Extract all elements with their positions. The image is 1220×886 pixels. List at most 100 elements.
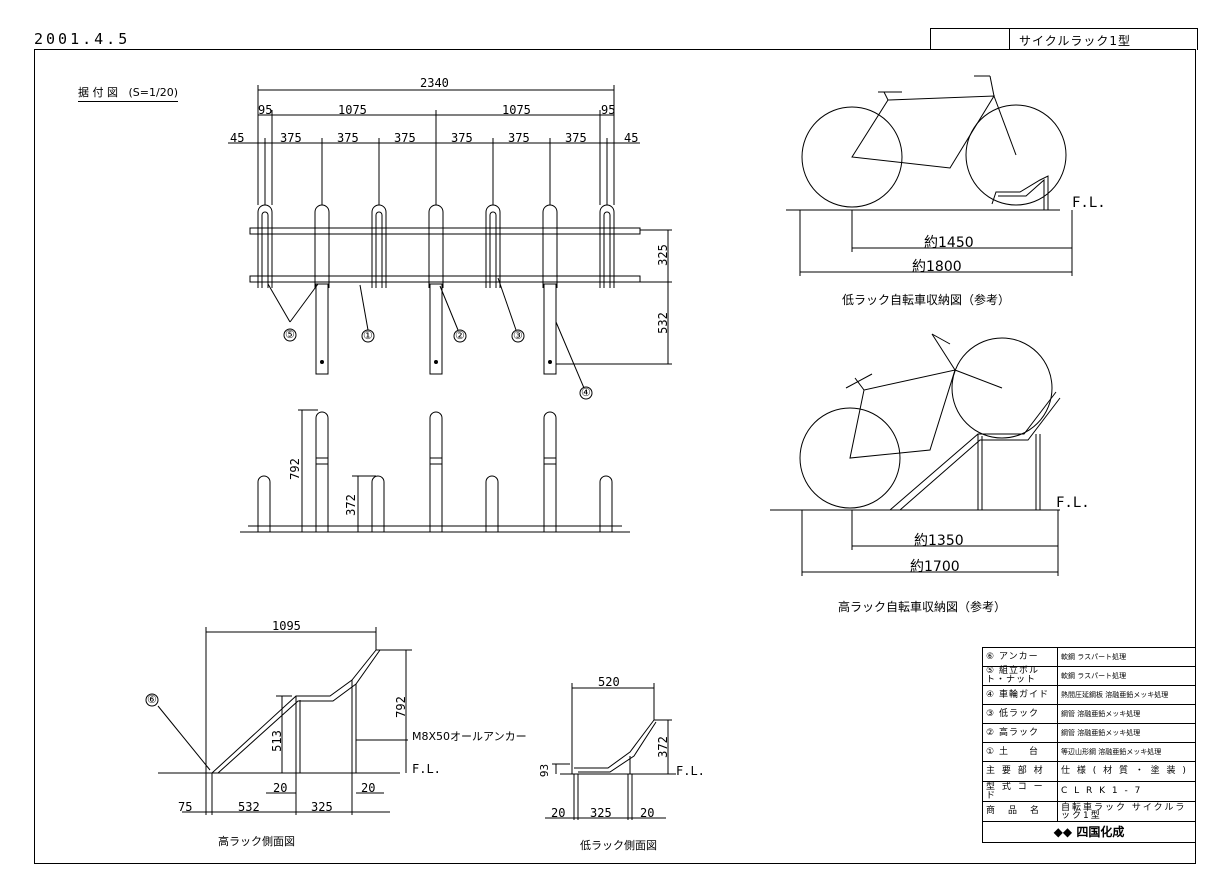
dim-1075-left: 1075 (338, 103, 367, 117)
dim-95-left: 95 (258, 103, 273, 117)
code-label: 型 式 コ ー ド (982, 781, 1058, 802)
low-side-title: 低ラック側面図 (580, 839, 657, 852)
spec-num: ⑥ (986, 651, 996, 662)
spec-num: ③ (986, 708, 996, 719)
spec-part: ① 土 台 (982, 742, 1058, 762)
spec-part: ③ 低ラック (982, 704, 1058, 724)
low-fl: F.L. (676, 764, 705, 778)
front-view (240, 409, 630, 533)
low-dim-20a: 20 (551, 806, 566, 820)
spec-header-right: 仕 様 ( 材 質 ・ 塗 装 ) (1057, 761, 1196, 782)
low-dim-20b: 20 (640, 806, 655, 820)
spec-num: ④ (986, 689, 996, 700)
company-name: 四国化成 (1076, 824, 1125, 839)
high-dim-75: 75 (178, 800, 193, 814)
low-storage-view (786, 75, 1073, 276)
callout-2: ② (455, 329, 465, 342)
dim-375-5: 375 (508, 131, 530, 145)
high-fl: F.L. (412, 762, 441, 776)
dim-375-1: 375 (280, 131, 302, 145)
spec-material: 軟鋼 ラスパート処理 (1057, 666, 1196, 686)
company-logo: ◆◆ 四国化成 (982, 821, 1196, 843)
low-dim-93: 93 (538, 763, 552, 778)
spec-material: 軟鋼 ラスパート処理 (1057, 647, 1196, 667)
spec-part: ⑤ 組立ボルト・ナット (982, 666, 1058, 686)
low-storage-1450: 約1450 (924, 235, 974, 251)
spec-name: 低ラック (998, 708, 1039, 719)
dim-total: 2340 (420, 76, 449, 90)
dim-532: 532 (655, 312, 670, 334)
dim-1075-right: 1075 (502, 103, 531, 117)
spec-row: ⑤ 組立ボルト・ナット軟鋼 ラスパート処理 (982, 666, 1196, 686)
spec-row: ④ 車輪ガイド熱間圧延鋼板 溶融亜鉛メッキ処理 (982, 685, 1196, 705)
callout-6: ⑥ (147, 693, 157, 706)
spec-part: ④ 車輪ガイド (982, 685, 1058, 705)
plan-view (228, 85, 672, 400)
low-storage-fl: F.L. (1072, 195, 1106, 211)
high-dim-325: 325 (311, 800, 333, 814)
dim-375-6: 375 (565, 131, 587, 145)
spec-part: ② 高ラック (982, 723, 1058, 743)
spec-header-left: 主 要 部 材 (982, 761, 1058, 782)
spec-name: アンカー (998, 651, 1039, 662)
high-dim-20b: 20 (361, 781, 376, 795)
low-storage-1800: 約1800 (912, 259, 962, 275)
spec-name: 組立ボルト・ナット (986, 666, 1039, 685)
product-value: 自転車ラック サイクルラック1型 (1057, 801, 1196, 822)
high-dim-1095: 1095 (272, 619, 301, 633)
callout-5: ⑤ (285, 328, 295, 341)
dim-375-3: 375 (394, 131, 416, 145)
spec-num: ① (986, 746, 996, 757)
dim-375-4: 375 (451, 131, 473, 145)
low-storage-title: 低ラック自転車収納図（参考） (842, 293, 1011, 307)
dim-45-left: 45 (230, 131, 245, 145)
spec-table: ⑥ アンカー軟鋼 ラスパート処理 ⑤ 組立ボルト・ナット軟鋼 ラスパート処理 ④… (982, 647, 1196, 843)
high-storage-1350: 約1350 (914, 533, 964, 549)
drawing-date: 2001.4.5 (34, 30, 131, 48)
callout-3: ③ (513, 329, 523, 342)
anchor-label: M8X50オールアンカー (412, 730, 527, 743)
front-dim-372: 372 (343, 494, 358, 516)
company-row: ◆◆ 四国化成 (982, 821, 1196, 843)
low-dim-372: 372 (655, 736, 670, 758)
spec-row: ⑥ アンカー軟鋼 ラスパート処理 (982, 647, 1196, 667)
spec-row: ③ 低ラック鋼管 溶融亜鉛メッキ処理 (982, 704, 1196, 724)
title-box: サイクルラック1型 (930, 28, 1198, 50)
plan-view-title: 据 付 図 (S=1/20) (78, 84, 178, 102)
high-storage-fl: F.L. (1056, 495, 1090, 511)
low-dim-520: 520 (598, 675, 620, 689)
high-storage-1700: 約1700 (910, 559, 960, 575)
spec-name: 高ラック (998, 727, 1039, 738)
product-title: サイクルラック1型 (1019, 34, 1132, 48)
code-value: C L R K 1 - 7 (1057, 781, 1196, 802)
spec-material: 熱間圧延鋼板 溶融亜鉛メッキ処理 (1057, 685, 1196, 705)
spec-row: ② 高ラック鋼管 溶融亜鉛メッキ処理 (982, 723, 1196, 743)
spec-num: ⑤ (986, 666, 996, 676)
spec-material: 等辺山形鋼 溶融亜鉛メッキ処理 (1057, 742, 1196, 762)
spec-name: 車輪ガイド (998, 689, 1049, 700)
spec-header-row: 主 要 部 材仕 様 ( 材 質 ・ 塗 装 ) (982, 761, 1196, 782)
callout-1: ① (363, 329, 373, 342)
product-label: 商 品 名 (982, 801, 1058, 822)
high-dim-513: 513 (269, 730, 284, 752)
front-dim-792: 792 (287, 458, 302, 480)
plan-scale: (S=1/20) (128, 86, 178, 99)
dim-95-right: 95 (601, 103, 616, 117)
low-dim-325: 325 (590, 806, 612, 820)
spec-num: ② (986, 727, 996, 738)
spec-part: ⑥ アンカー (982, 647, 1058, 667)
low-side-view (545, 683, 676, 820)
high-side-title: 高ラック側面図 (218, 835, 295, 848)
spec-name: 土 台 (998, 746, 1039, 757)
spec-material: 鋼管 溶融亜鉛メッキ処理 (1057, 704, 1196, 724)
high-dim-792: 792 (393, 696, 408, 718)
dim-45-right: 45 (624, 131, 639, 145)
high-storage-view (770, 333, 1061, 576)
callout-4: ④ (581, 386, 591, 399)
drawing-frame (34, 49, 1196, 864)
spec-row: ① 土 台等辺山形鋼 溶融亜鉛メッキ処理 (982, 742, 1196, 762)
dim-375-2: 375 (337, 131, 359, 145)
high-dim-532: 532 (238, 800, 260, 814)
